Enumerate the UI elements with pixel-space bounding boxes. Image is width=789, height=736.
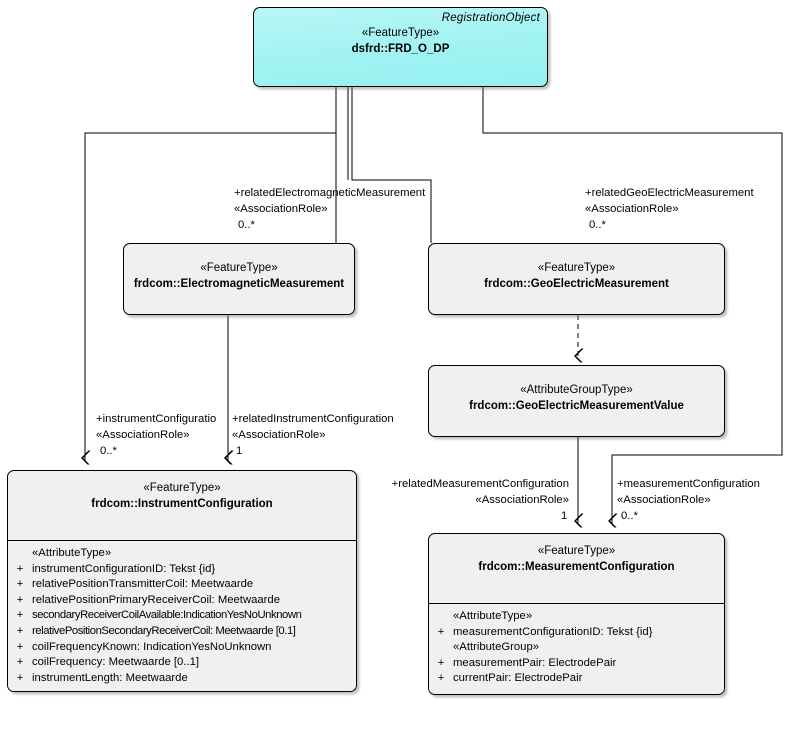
attribute-text: measurementConfigurationID: Tekst {id} [453,625,653,638]
attribute-row: + measurementConfigurationID: Tekst {id} [429,625,724,641]
class-box-electromagnetic-measurement[interactable]: «FeatureType» frdcom::ElectromagneticMea… [123,243,355,315]
assoc-stereotype: «AssociationRole» [585,202,679,215]
class-stereotype: «FeatureType» [537,545,616,557]
assoc-role-name: +measurementConfiguration [617,478,760,490]
attribute-visibility: + [16,609,24,622]
attribute-row: + instrumentLength: Meetwaarde [8,671,356,687]
attribute-text: secondaryReceiverCoilAvailable:Indicatio… [32,609,302,622]
attribute-text: «AttributeType» [453,610,533,622]
attribute-row: + coilFrequencyKnown: IndicationYesNoUnkn… [8,640,356,656]
attribute-text: instrumentConfigurationID: Tekst {id} [32,562,216,575]
assoc-label-instrument-configuration: +instrumentConfiguratio «AssociationRole… [96,412,216,443]
assoc-label-related-geoelectric-measurement: +relatedGeoElectricMeasurement «Associat… [585,186,754,217]
class-name: frdcom::GeoElectricMeasurementValue [469,400,684,412]
class-header-geoelectric-measurement-value: «AttributeGroupType» frdcom::GeoElectric… [429,366,724,421]
attribute-visibility: + [16,624,24,637]
attribute-row: + measurementPair: ElectrodePair [429,656,724,672]
class-box-geoelectric-measurement-value[interactable]: «AttributeGroupType» frdcom::GeoElectric… [428,365,725,437]
attribute-compartment-instrument-configuration: «AttributeType» + instrumentConfigurationI… [8,540,356,691]
class-header-electromagnetic-measurement: «FeatureType» frdcom::ElectromagneticMea… [124,244,354,299]
class-name: frdcom::MeasurementConfiguration [478,561,675,573]
assoc-role-name: +relatedMeasurementConfiguration [391,478,569,490]
class-box-measurement-configuration[interactable]: «FeatureType» frdcom::MeasurementConfigu… [428,533,725,695]
attribute-visibility: + [16,640,24,653]
class-box-instrument-configuration[interactable]: «FeatureType» frdcom::InstrumentConfigur… [7,470,357,692]
attribute-visibility: + [16,562,24,575]
attribute-text: relativePositionPrimaryReceiverCoil: Mee… [32,593,280,606]
attribute-visibility: + [437,672,445,685]
class-header-instrument-configuration: «FeatureType» frdcom::InstrumentConfigur… [8,471,356,540]
class-box-frd-o-dp[interactable]: RegistrationObject «FeatureType» dsfrd::… [253,7,548,87]
assoc-stereotype: «AssociationRole» [234,202,328,215]
class-stereotype: «AttributeGroupType» [520,384,633,396]
assoc-multiplicity-related-geoelectric-measurement: 0..* [589,219,606,231]
attribute-visibility: + [437,625,445,638]
registration-object-tag: RegistrationObject [441,12,540,24]
class-stereotype: «FeatureType» [361,27,440,39]
attribute-visibility: + [16,656,24,669]
attribute-visibility: + [437,656,445,669]
assoc-stereotype: «AssociationRole» [96,428,190,441]
assoc-role-name: +instrumentConfiguratio [96,413,217,425]
assoc-label-related-electromagnetic-measurement: +relatedElectromagneticMeasurement «Asso… [234,186,425,217]
class-name: frdcom::GeoElectricMeasurement [484,278,669,290]
class-name: dsfrd::FRD_O_DP [351,43,450,55]
assoc-label-related-measurement-configuration: +relatedMeasurementConfiguration «Associ… [371,477,569,508]
attribute-row: + currentPair: ElectrodePair [429,671,724,687]
class-stereotype: «FeatureType» [537,262,616,274]
attribute-row: + relativePositionTransmitterCoil: Meetwa… [8,577,356,593]
attribute-row: + coilFrequency: Meetwaarde [0..1] [8,655,356,671]
attribute-group-label: «AttributeType» [8,546,356,562]
attribute-text: coilFrequency: Meetwaarde [0..1] [32,656,200,669]
assoc-multiplicity-related-electromagnetic-measurement: 0..* [238,219,255,231]
assoc-role-name: +relatedGeoElectricMeasurement [585,187,754,199]
attribute-text: measurementPair: ElectrodePair [453,656,617,669]
class-header-frd-o-dp: RegistrationObject «FeatureType» dsfrd::… [254,8,547,64]
attribute-visibility: + [16,593,24,606]
class-box-geoelectric-measurement[interactable]: «FeatureType» frdcom::GeoElectricMeasure… [428,243,725,315]
attribute-text: instrumentLength: Meetwaarde [32,671,188,684]
attribute-text: relativePositionSecondaryReceiverCoil: M… [32,624,296,637]
attribute-group-label: «AttributeType» [429,609,724,625]
assoc-stereotype: «AssociationRole» [475,493,569,506]
assoc-stereotype: «AssociationRole» [617,493,711,506]
attribute-compartment-measurement-configuration: «AttributeType» + measurementConfiguration… [429,603,724,693]
assoc-role-name: +relatedInstrumentConfiguration [232,413,394,425]
attribute-row: + secondaryReceiverCoilAvailable:Indicati… [8,608,356,624]
attribute-text: «AttributeGroup» [453,641,540,654]
assoc-multiplicity-related-instrument-configuration: 1 [236,445,243,457]
class-header-measurement-configuration: «FeatureType» frdcom::MeasurementConfigu… [429,534,724,603]
attribute-text: relativePositionTransmitterCoil: Meetwaa… [32,578,254,591]
attribute-row: + instrumentConfigurationID: Tekst {id} [8,562,356,578]
assoc-label-measurement-configuration: +measurementConfiguration «AssociationRo… [617,477,760,508]
class-stereotype: «FeatureType» [200,262,278,274]
assoc-stereotype: «AssociationRole» [232,428,326,441]
class-stereotype: «FeatureType» [143,482,221,494]
attribute-visibility: + [16,671,24,684]
edge-root-to-geoelectric-measurement [352,87,431,180]
assoc-label-related-instrument-configuration: +relatedInstrumentConfiguration «Associa… [232,412,394,443]
class-name: frdcom::InstrumentConfiguration [91,498,273,510]
attribute-visibility: + [16,578,24,591]
attribute-row: + relativePositionSecondaryReceiverCoil: … [8,624,356,640]
assoc-multiplicity-related-measurement-configuration: 1 [561,510,568,522]
assoc-multiplicity-instrument-configuration: 0..* [100,445,117,457]
attribute-text: currentPair: ElectrodePair [453,672,583,685]
edge-root-geoelectric [351,87,432,243]
assoc-role-name: +relatedElectromagneticMeasurement [234,187,426,199]
assoc-multiplicity-measurement-configuration: 0..* [621,510,638,522]
attribute-text: coilFrequencyKnown: IndicationYesNoUnkno… [32,640,272,653]
class-name: frdcom::ElectromagneticMeasurement [133,278,345,290]
attribute-row: + relativePositionPrimaryReceiverCoil: Me… [8,593,356,609]
class-header-geoelectric-measurement: «FeatureType» frdcom::GeoElectricMeasure… [429,244,724,299]
attribute-text: «AttributeType» [32,547,112,559]
attribute-group-label: «AttributeGroup» [429,640,724,656]
